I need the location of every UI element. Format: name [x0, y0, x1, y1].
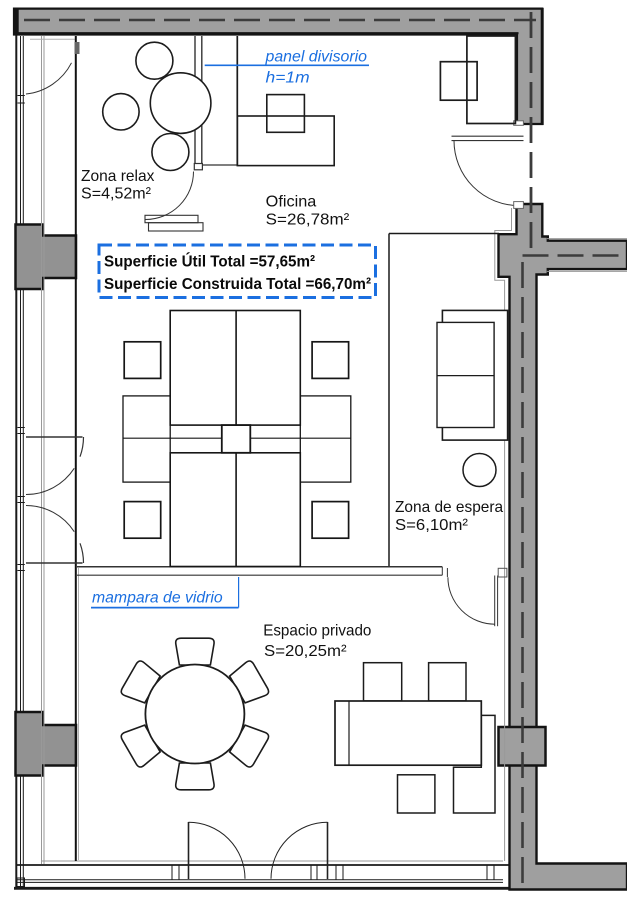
svg-text:Zona de espera: Zona de espera	[395, 499, 503, 516]
svg-text:Superficie Construida Total =6: Superficie Construida Total =66,70m²	[104, 276, 371, 293]
svg-text:S=26,78m²: S=26,78m²	[266, 212, 350, 229]
svg-text:S=6,10m²: S=6,10m²	[395, 517, 469, 534]
svg-text:Superficie Útil Total =57,65m²: Superficie Útil Total =57,65m²	[104, 251, 315, 270]
svg-text:panel divisorio: panel divisorio	[264, 49, 367, 66]
svg-text:Espacio privado: Espacio privado	[263, 623, 371, 640]
svg-text:Zona relax: Zona relax	[81, 168, 154, 185]
svg-text:S=20,25m²: S=20,25m²	[264, 643, 347, 660]
svg-text:Oficina: Oficina	[266, 194, 317, 211]
svg-text:mampara de vidrio: mampara de vidrio	[92, 590, 223, 607]
svg-text:h=1m: h=1m	[266, 70, 310, 87]
svg-text:S=4,52m²: S=4,52m²	[81, 186, 152, 203]
